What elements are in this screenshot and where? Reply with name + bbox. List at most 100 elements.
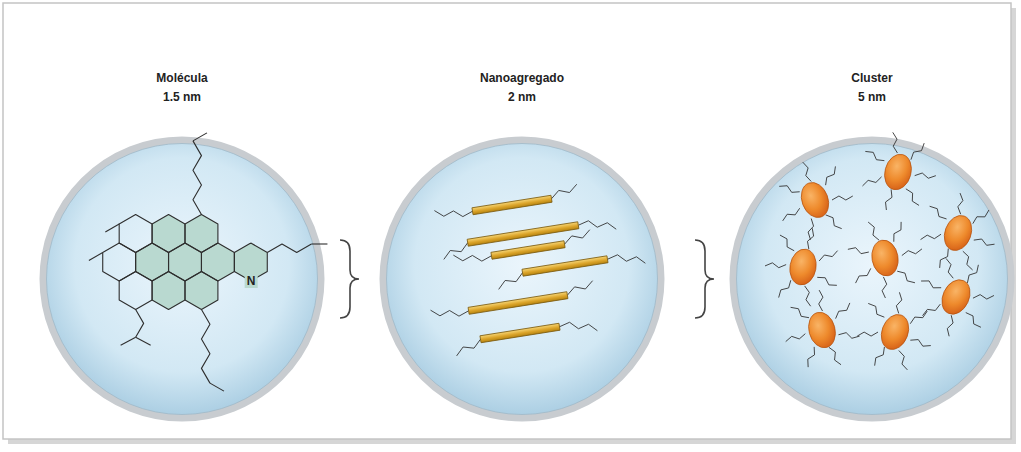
side-chain bbox=[966, 313, 981, 328]
side-chain bbox=[865, 151, 884, 160]
ring-bond bbox=[169, 243, 202, 281]
nanoaggregate-blob bbox=[937, 275, 976, 319]
side-chain bbox=[856, 268, 871, 283]
nanoaggregate-blob bbox=[869, 238, 901, 278]
side-chain bbox=[434, 211, 472, 217]
scale-panel: Nanoagregado2 nm bbox=[379, 69, 665, 422]
side-chain bbox=[921, 234, 941, 239]
side-chain bbox=[910, 311, 927, 324]
size-label: 5 nm bbox=[729, 88, 1015, 107]
ring-bond bbox=[185, 272, 218, 310]
side-chain bbox=[817, 277, 837, 285]
side-chain bbox=[862, 177, 881, 186]
cluster bbox=[765, 132, 995, 369]
side-chain bbox=[780, 235, 794, 251]
brace bbox=[695, 240, 714, 318]
side-chain bbox=[973, 210, 989, 224]
side-chain bbox=[915, 173, 936, 178]
nanoaggregate-blob bbox=[787, 247, 819, 287]
alkyl-chain bbox=[210, 383, 224, 391]
scale-panel: Cluster5 nm bbox=[729, 69, 1015, 422]
scale-circle bbox=[383, 140, 661, 418]
side-chain bbox=[902, 249, 922, 256]
atom-label: N bbox=[245, 274, 258, 288]
side-chain bbox=[930, 206, 947, 219]
side-chain bbox=[560, 322, 598, 330]
nanoaggregate-blob bbox=[797, 179, 834, 222]
side-chain bbox=[838, 333, 859, 339]
ring-bond bbox=[152, 215, 185, 253]
alkyl-chain bbox=[89, 253, 103, 261]
aromatic-rod bbox=[468, 292, 568, 315]
size-label: 1.5 nm bbox=[39, 88, 325, 107]
scale-panel: Molécula1.5 nm bbox=[39, 69, 325, 422]
side-chain bbox=[805, 286, 811, 306]
side-chain bbox=[765, 263, 786, 268]
side-chain bbox=[894, 222, 901, 242]
side-chain bbox=[940, 249, 949, 268]
ring-bond bbox=[119, 215, 152, 253]
side-chain bbox=[457, 339, 481, 356]
ring-bond bbox=[136, 243, 169, 281]
side-chain bbox=[453, 255, 491, 261]
side-chain bbox=[857, 332, 878, 336]
panel-title: Molécula bbox=[39, 69, 325, 88]
side-chain bbox=[868, 303, 884, 317]
side-chain bbox=[565, 230, 590, 245]
aromatic-rod bbox=[522, 256, 608, 276]
circle-rim bbox=[47, 144, 318, 415]
side-chain bbox=[886, 189, 892, 210]
side-chain bbox=[958, 193, 963, 214]
alkyl-chain bbox=[193, 141, 202, 215]
aromatic-ring-fill bbox=[185, 272, 218, 310]
side-chain bbox=[829, 347, 841, 364]
side-chain bbox=[578, 221, 616, 229]
side-chain bbox=[911, 143, 924, 160]
side-chain bbox=[899, 351, 908, 370]
side-chain bbox=[807, 228, 813, 249]
panel-title: Cluster bbox=[729, 69, 1015, 88]
alkyl-chain bbox=[136, 310, 144, 338]
alkyl-chain bbox=[136, 337, 151, 345]
side-chain bbox=[893, 132, 898, 153]
aromatic-ring-fill bbox=[152, 272, 185, 310]
side-chain bbox=[974, 239, 995, 245]
brace bbox=[340, 240, 359, 318]
side-chain bbox=[946, 258, 953, 278]
aromatic-rod bbox=[491, 241, 565, 259]
side-chain bbox=[431, 310, 469, 316]
ring-bond bbox=[152, 272, 185, 310]
nanoaggregate-blob bbox=[940, 212, 977, 255]
alkyl-chain bbox=[193, 133, 207, 141]
side-chain bbox=[826, 166, 836, 185]
scale-circle bbox=[43, 140, 321, 418]
scale-circle bbox=[733, 140, 1011, 418]
side-chain bbox=[875, 347, 885, 366]
frame-shadow bbox=[8, 8, 1016, 444]
alkyl-chain bbox=[311, 243, 327, 244]
side-chain bbox=[848, 248, 869, 254]
frame bbox=[3, 3, 1011, 439]
side-chain bbox=[963, 251, 973, 270]
side-chain bbox=[832, 196, 853, 200]
circle-rim bbox=[387, 144, 658, 415]
side-chain bbox=[607, 255, 645, 263]
side-chain bbox=[552, 184, 577, 199]
side-chain bbox=[819, 251, 837, 261]
side-chain bbox=[779, 280, 791, 297]
side-chain bbox=[783, 208, 800, 221]
aromatic-rod bbox=[480, 323, 560, 342]
circle-rim bbox=[737, 144, 1008, 415]
ring-bond bbox=[103, 243, 136, 281]
side-chain bbox=[786, 334, 806, 342]
circles bbox=[43, 140, 1011, 418]
side-chain bbox=[882, 277, 887, 298]
side-chain bbox=[910, 340, 930, 347]
nanoaggregate-blob bbox=[805, 309, 839, 351]
side-chain bbox=[819, 290, 823, 311]
side-chain bbox=[947, 315, 953, 336]
aromatic-rod bbox=[472, 195, 552, 214]
side-chain bbox=[868, 222, 879, 240]
